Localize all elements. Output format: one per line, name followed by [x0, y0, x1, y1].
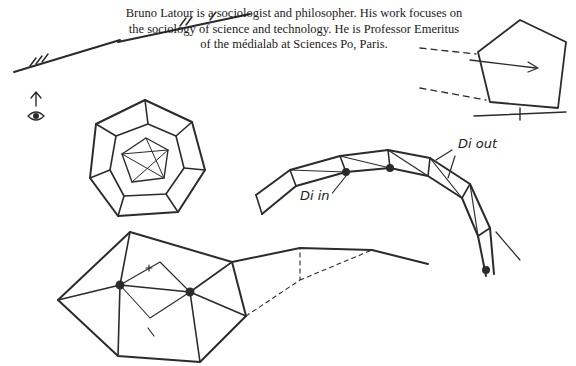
hand-label: Di in [298, 188, 332, 203]
bio-note: Bruno Latour is a sociologist and philos… [124, 6, 464, 53]
hand-label: Di out [456, 136, 499, 151]
